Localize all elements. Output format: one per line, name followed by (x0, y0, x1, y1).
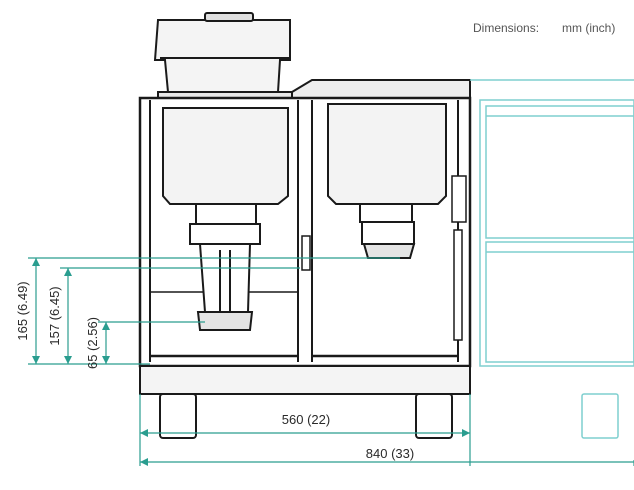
height-dimensions (28, 257, 400, 365)
left-spout (196, 311, 254, 331)
dim-total-width: 840 (33) (366, 446, 414, 461)
right-side-strip (451, 175, 467, 341)
dimensions-units: mm (inch) (562, 21, 615, 35)
dim-total-height-out: 165 (6.49) (15, 281, 30, 340)
height-arrowheads (32, 258, 110, 364)
left-side-slot (301, 235, 311, 271)
width-arrowheads (140, 429, 470, 466)
bean-hopper (153, 12, 293, 111)
dim-total-height-in: 157 (6.45) (47, 286, 62, 345)
machine-base (139, 365, 471, 439)
hopper-lid-handle (204, 12, 254, 22)
top-cover (291, 79, 471, 99)
side-unit (470, 79, 634, 439)
dimensions-label: Dimensions: (473, 21, 539, 35)
width-dimensions (139, 394, 634, 466)
left-foot (159, 393, 197, 439)
right-foot (415, 393, 453, 439)
dim-cup-height: 65 (2.56) (85, 317, 100, 369)
left-grinder-housing (162, 107, 289, 331)
right-spout (362, 243, 416, 259)
dim-base-width: 560 (22) (282, 412, 330, 427)
right-brew-unit (327, 103, 447, 259)
